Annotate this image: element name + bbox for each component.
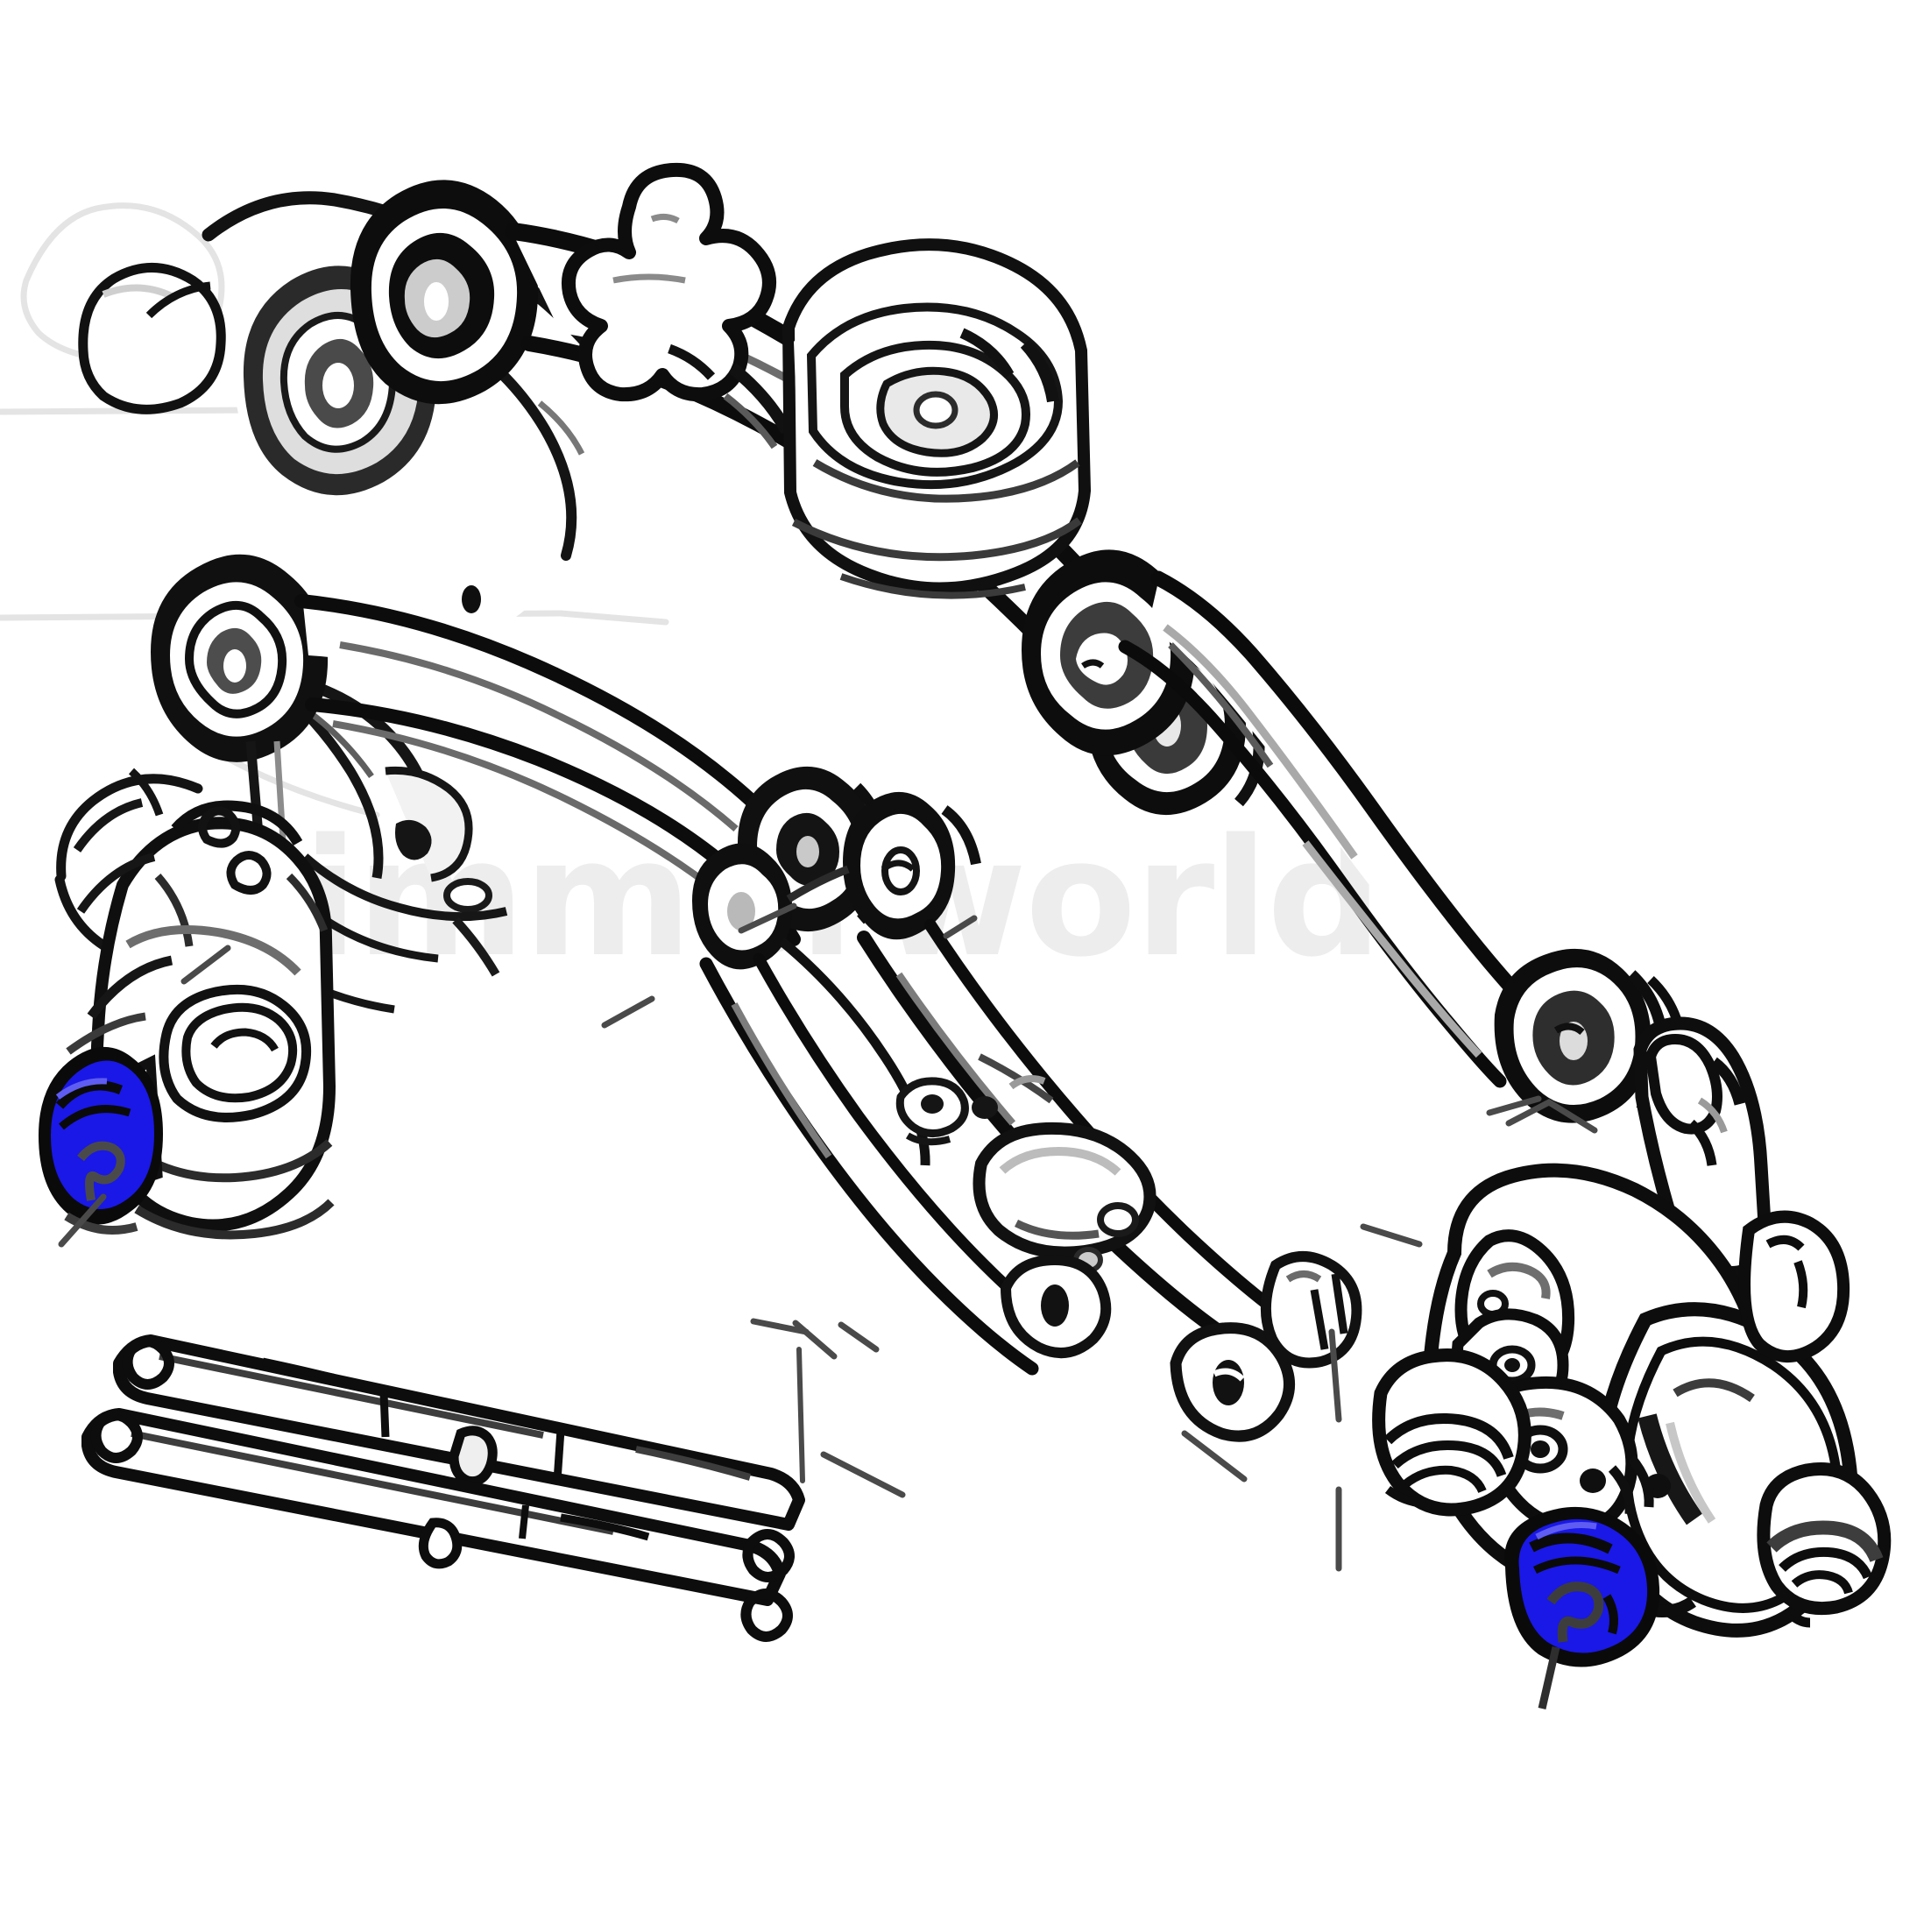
camber-arm xyxy=(1022,549,1687,1123)
integral-links xyxy=(81,1334,805,1642)
lower-control-arm xyxy=(689,791,1362,1442)
loose-bushing-left xyxy=(1372,1348,1531,1517)
subframe-rear-bushing-drum xyxy=(782,238,1092,599)
differential-front-bushing-highlight xyxy=(39,1046,163,1235)
leader-lines xyxy=(58,902,1598,1572)
loose-bushing-right xyxy=(1757,1461,1892,1628)
wheel-carrier-bushing-highlight xyxy=(1504,1506,1660,1710)
rear-differential xyxy=(39,798,336,1240)
subframe-hole xyxy=(462,585,481,613)
